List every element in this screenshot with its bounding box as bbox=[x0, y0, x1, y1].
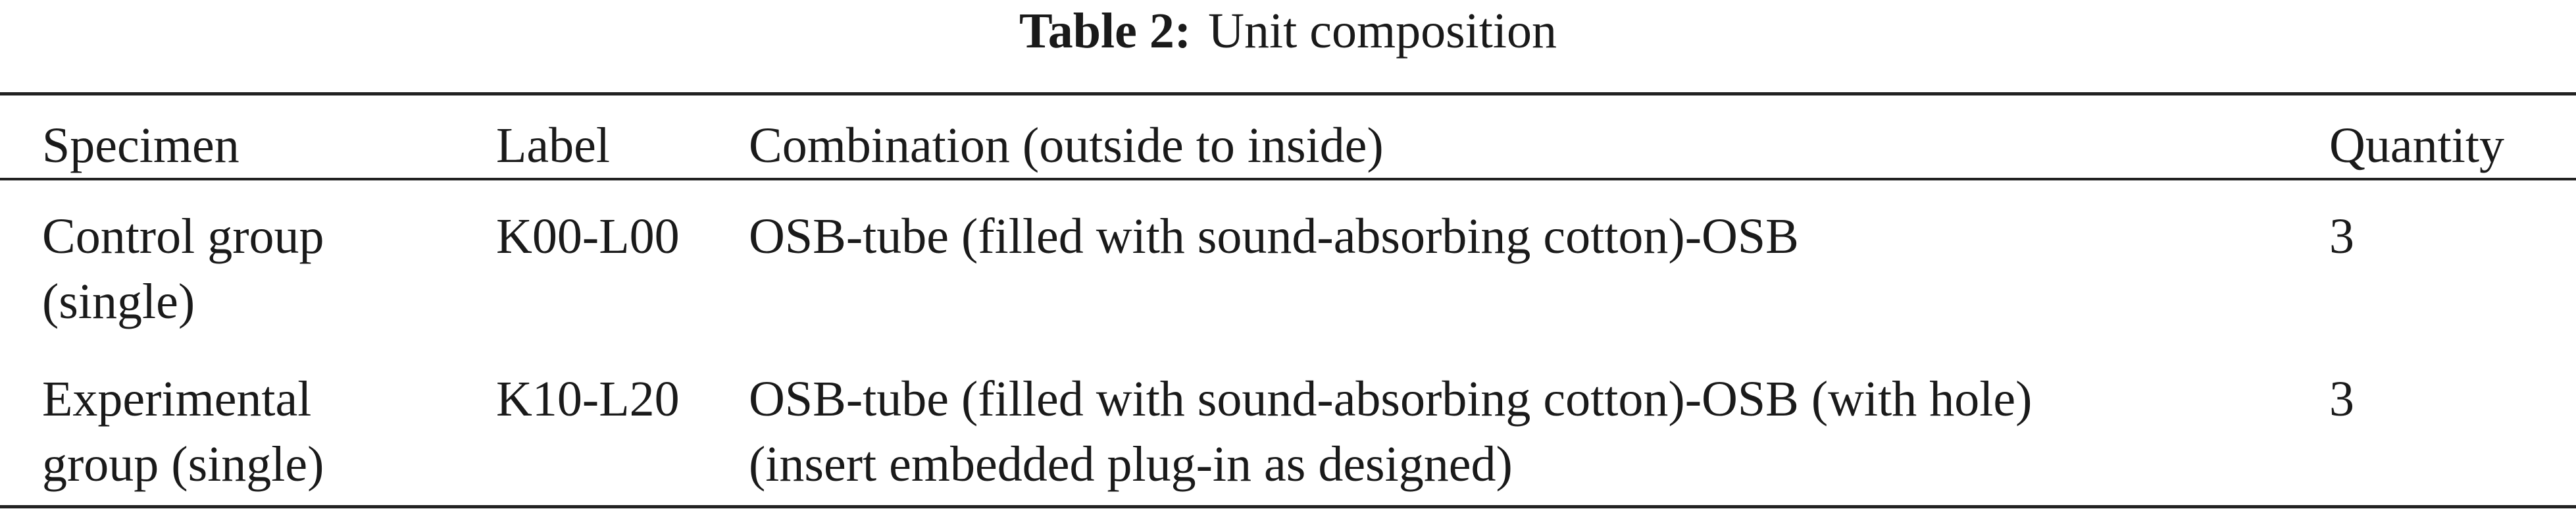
label-cell: K00-L00 bbox=[496, 209, 680, 264]
combination-cell: OSB-tube (filled with sound-absorbing co… bbox=[749, 204, 1799, 269]
table-caption: Table 2: Unit composition bbox=[0, 0, 2576, 79]
header-quantity: Quantity bbox=[2329, 118, 2504, 173]
table-top-rule bbox=[0, 92, 2576, 95]
quantity-cell: 3 bbox=[2329, 371, 2354, 427]
specimen-line: (single) bbox=[42, 274, 195, 329]
header-combination: Combination (outside to inside) bbox=[749, 118, 1384, 173]
combination-line: (insert embedded plug-in as designed) bbox=[749, 437, 1513, 492]
header-label: Label bbox=[496, 118, 611, 173]
specimen-line: group (single) bbox=[42, 437, 324, 492]
table-bottom-rule bbox=[0, 505, 2576, 508]
specimen-line: Control group bbox=[42, 209, 324, 264]
specimen-cell: Control group (single) bbox=[42, 204, 324, 335]
specimen-cell: Experimental group (single) bbox=[42, 367, 324, 497]
quantity-cell: 3 bbox=[2329, 209, 2354, 264]
combination-line: OSB-tube (filled with sound-absorbing co… bbox=[749, 371, 2033, 427]
combination-cell: OSB-tube (filled with sound-absorbing co… bbox=[749, 367, 2032, 497]
specimen-line: Experimental bbox=[42, 371, 312, 427]
table-number: Table 2: bbox=[1019, 3, 1192, 59]
table-header-rule bbox=[0, 178, 2576, 180]
combination-line: OSB-tube (filled with sound-absorbing co… bbox=[749, 209, 1799, 264]
header-specimen: Specimen bbox=[42, 118, 240, 173]
table-title: Unit composition bbox=[1208, 3, 1557, 59]
label-cell: K10-L20 bbox=[496, 371, 680, 427]
